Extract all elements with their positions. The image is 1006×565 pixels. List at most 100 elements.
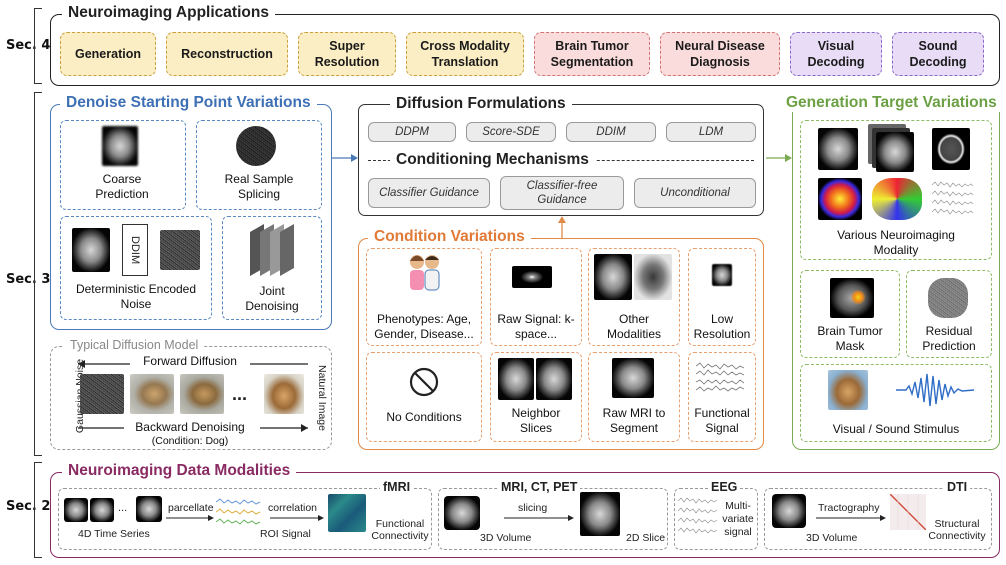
condition-title: Condition Variations [368, 228, 531, 246]
app-chip-disease-diagnosis: Neural Disease Diagnosis [660, 32, 780, 76]
pill-ddim: DDIM [566, 122, 656, 142]
typical-dog-image [264, 374, 304, 414]
tractography-label: Tractography [818, 502, 880, 514]
app-chip-label: Sound Decoding [909, 39, 967, 69]
modality-stack-image [876, 132, 914, 172]
raw-signal-caption: Raw Signal: k-space... [497, 312, 575, 341]
pill-label: DDPM [395, 126, 429, 138]
neighbor-image-1 [498, 358, 534, 400]
stimulus-box [800, 364, 992, 442]
modality-pet-image [818, 178, 862, 220]
forward-label: Forward Diffusion [143, 354, 237, 368]
app-chip-sound-decoding: Sound Decoding [892, 32, 984, 76]
phenotypes-box [366, 248, 482, 346]
fmri-ellipsis: ... [118, 502, 128, 514]
fmri-label: fMRI [380, 480, 414, 494]
dti-box [764, 488, 992, 550]
tumor-mask-box [800, 270, 900, 358]
correlation-label: correlation [268, 502, 318, 514]
condition-panel [358, 238, 764, 450]
applications-panel [50, 14, 1000, 86]
app-chip-tumor-segmentation: Brain Tumor Segmentation [534, 32, 650, 76]
modality-ct-image [932, 128, 970, 170]
fmri-cube-3 [136, 496, 162, 522]
residual-image [928, 278, 968, 318]
app-chip-label: Visual Decoding [807, 39, 865, 69]
functional-connectivity-label: Functional Connectivity [371, 518, 429, 542]
app-chip-label: Neural Disease Diagnosis [675, 39, 765, 69]
eeg-signal-image [678, 497, 718, 534]
time-series-label: 4D Time Series [78, 528, 150, 540]
natural-label: Natural Image [316, 365, 328, 431]
backward-arrows [78, 424, 308, 432]
section-label-3: Sec. 3 [6, 272, 51, 287]
other-modalities-image-1 [594, 254, 632, 300]
pill-label: Score-SDE [482, 126, 540, 138]
app-chip-label: Super Resolution [314, 39, 380, 69]
no-conditions-icon [409, 367, 439, 397]
phenotypes-caption: Phenotypes: Age, Gender, Disease... [374, 312, 474, 341]
various-modality-caption: Various Neuroimaging Modality [837, 228, 955, 257]
stimulus-dog-image [828, 370, 868, 410]
tractography-arrow [816, 515, 886, 521]
raw-mri-box [588, 352, 680, 442]
tumor-mask-caption: Brain Tumor Mask [817, 324, 883, 353]
app-chip-label: Generation [75, 47, 141, 61]
pill-score-sde: Score-SDE [466, 122, 556, 142]
low-res-box [688, 248, 756, 346]
neighbor-image-2 [536, 358, 572, 400]
structural-connectivity-image [890, 494, 926, 530]
typical-title: Typical Diffusion Model [64, 338, 205, 352]
pill-ldm: LDM [666, 122, 756, 142]
neighbor-box [490, 352, 582, 442]
condition-label: (Condition: Dog) [151, 435, 229, 447]
correlation-arrow [270, 515, 324, 521]
roi-signal-image [216, 498, 261, 525]
app-chip-label: Cross Modality Translation [420, 39, 510, 69]
raw-mri-image [612, 358, 654, 398]
pill-classifier-free: Classifier-free Guidance [500, 176, 624, 210]
raw-signal-box [490, 248, 582, 346]
functional-signal-image [696, 362, 745, 392]
modality-eeg-image [932, 181, 974, 215]
pill-label: Unconditional [660, 187, 730, 199]
mri-slice-image [580, 492, 620, 536]
applications-title: Neuroimaging Applications [62, 4, 275, 22]
other-modalities-image-2 [634, 254, 672, 300]
pill-classifier-guidance: Classifier Guidance [368, 178, 490, 208]
fmri-box [58, 488, 432, 550]
functional-connectivity-image [328, 494, 366, 532]
neighbor-caption: Neighbor Slices [511, 406, 561, 435]
conditioning-title: Conditioning Mechanisms [390, 151, 595, 169]
dti-volume-image [772, 494, 806, 528]
real-sample-box [196, 120, 322, 210]
section-bracket-2 [34, 462, 42, 558]
app-chip-generation: Generation [60, 32, 156, 76]
backward-label: Backward Denoising [135, 420, 245, 434]
pill-label: Classifier Guidance [379, 187, 479, 199]
section-label-2: Sec. 2 [6, 499, 51, 514]
tumor-mask-image [830, 278, 874, 318]
modality-mri-image [818, 128, 858, 170]
dti-volume-label: 3D Volume [806, 532, 858, 544]
flow-arrows [332, 154, 792, 238]
mri-label: MRI, CT, PET [498, 480, 581, 494]
parcellate-arrow [166, 515, 214, 521]
typical-noisy-dog-2 [180, 374, 224, 414]
residual-caption: Residual Prediction [922, 324, 976, 353]
app-chip-visual-decoding: Visual Decoding [790, 32, 882, 76]
functional-box [688, 352, 756, 442]
typical-noise-image [80, 374, 124, 414]
stimulus-sound-wave [896, 373, 974, 407]
raw-mri-caption: Raw MRI to Segment [602, 406, 666, 435]
deterministic-brain-image [72, 228, 110, 272]
pill-label: LDM [698, 126, 724, 138]
ddim-label: DDIM [129, 235, 141, 265]
section-label-4: Sec. 4 [6, 38, 51, 53]
deterministic-noise-image [160, 230, 200, 270]
other-modalities-caption: Other Modalities [606, 312, 662, 341]
joint-caption: Joint Denoising [245, 284, 299, 313]
app-chip-label: Reconstruction [181, 47, 273, 61]
other-modalities-box [588, 248, 680, 346]
pill-ddpm: DDPM [368, 122, 456, 142]
